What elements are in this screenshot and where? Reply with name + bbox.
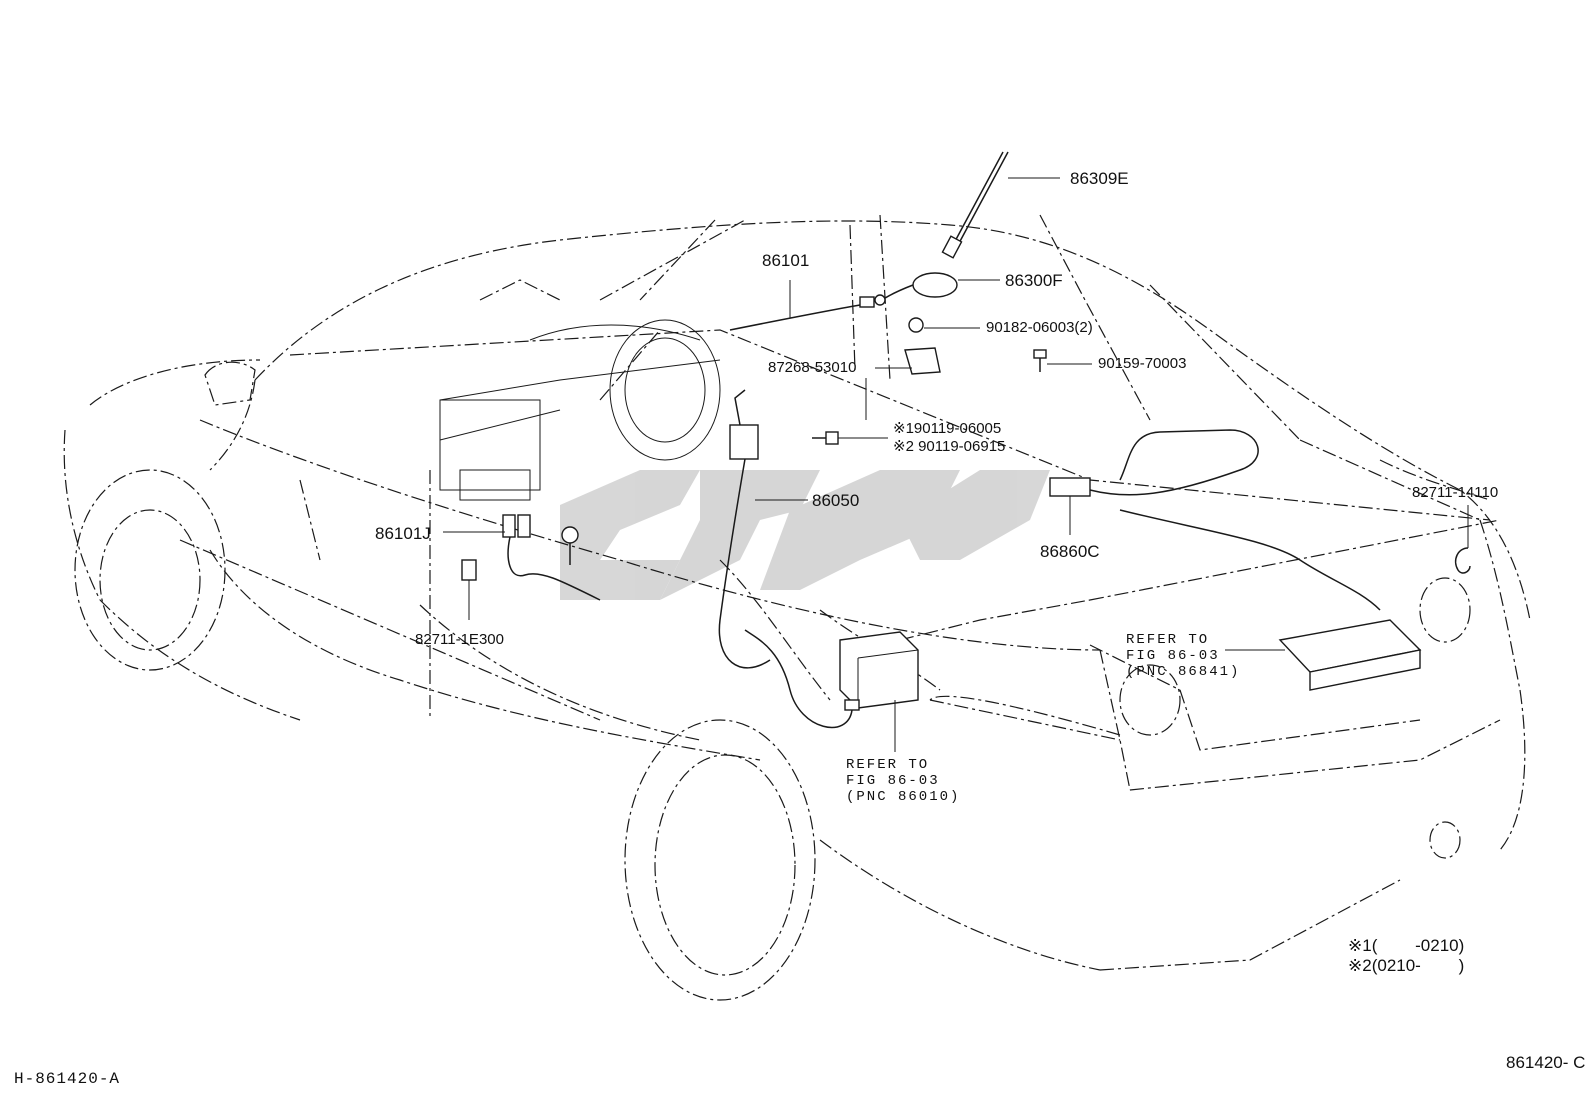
screw-part bbox=[812, 431, 839, 445]
refer-front-line-1: REFER TO bbox=[846, 757, 930, 773]
front-clamp bbox=[461, 559, 477, 581]
watermark-logo bbox=[560, 470, 1050, 600]
callout-connector: 86860C bbox=[1040, 542, 1100, 561]
bolt-part bbox=[1033, 349, 1047, 372]
callout-screw-1: ※190119-06005 bbox=[893, 420, 1002, 437]
interior-dashboard bbox=[439, 319, 721, 501]
antenna-base bbox=[874, 272, 958, 306]
antenna-cable bbox=[729, 296, 875, 331]
cord-part bbox=[718, 389, 771, 669]
rear-wheel bbox=[624, 719, 816, 1001]
refer-front-line-2: FIG 86-03 bbox=[846, 773, 940, 789]
side-mirror bbox=[204, 361, 256, 406]
front-module bbox=[744, 629, 919, 729]
console-parts bbox=[502, 514, 601, 601]
antenna-rod bbox=[941, 151, 1009, 259]
callout-clamp-front: 82711-1E300 bbox=[415, 631, 504, 648]
bracket-part bbox=[904, 347, 941, 375]
refer-rear-line-1: REFER TO bbox=[1126, 632, 1210, 648]
callout-bracket: 87268-53010 bbox=[768, 359, 857, 376]
callout-antenna-cable: 86101 bbox=[762, 251, 810, 270]
nut-part bbox=[908, 317, 924, 333]
callout-antenna-rod: 86309E bbox=[1070, 169, 1129, 188]
callout-cable-j: 86101J bbox=[375, 524, 431, 543]
rear-clamp bbox=[1454, 547, 1471, 574]
applicability-notes: ※1( -0210) ※2(0210- ) bbox=[1348, 936, 1464, 976]
callout-nut: 90182-06003(2) bbox=[986, 319, 1093, 336]
leader-lines bbox=[443, 177, 1469, 752]
refer-rear-line-2: FIG 86-03 bbox=[1126, 648, 1220, 664]
figure-code-right: 861420- C bbox=[1506, 1053, 1586, 1072]
callout-antenna-base: 86300F bbox=[1005, 271, 1063, 290]
callout-cord: 86050 bbox=[812, 491, 860, 510]
connector-part bbox=[1049, 429, 1259, 497]
refer-note-front: REFER TO FIG 86-03 (PNC 86010) bbox=[846, 757, 960, 805]
callout-bolt: 90159-70003 bbox=[1098, 355, 1187, 372]
callout-clamp-rear: 82711-14110 bbox=[1412, 484, 1499, 501]
refer-rear-line-3: (PNC 86841) bbox=[1126, 664, 1241, 680]
figure-code-left: H-861420-A bbox=[14, 1070, 121, 1088]
rear-module bbox=[1119, 509, 1422, 691]
tail-lights bbox=[1119, 577, 1471, 736]
car-body-outline bbox=[63, 214, 1531, 971]
note-2: ※2(0210- ) bbox=[1348, 956, 1465, 975]
refer-front-line-3: (PNC 86010) bbox=[846, 789, 961, 805]
front-wheel bbox=[74, 469, 226, 671]
refer-note-rear: REFER TO FIG 86-03 (PNC 86841) bbox=[1126, 632, 1240, 680]
callout-screw-2: ※2 90119-06915 bbox=[893, 438, 1006, 455]
exhaust-pipe bbox=[1429, 821, 1461, 859]
note-1: ※1( -0210) bbox=[1348, 936, 1465, 955]
